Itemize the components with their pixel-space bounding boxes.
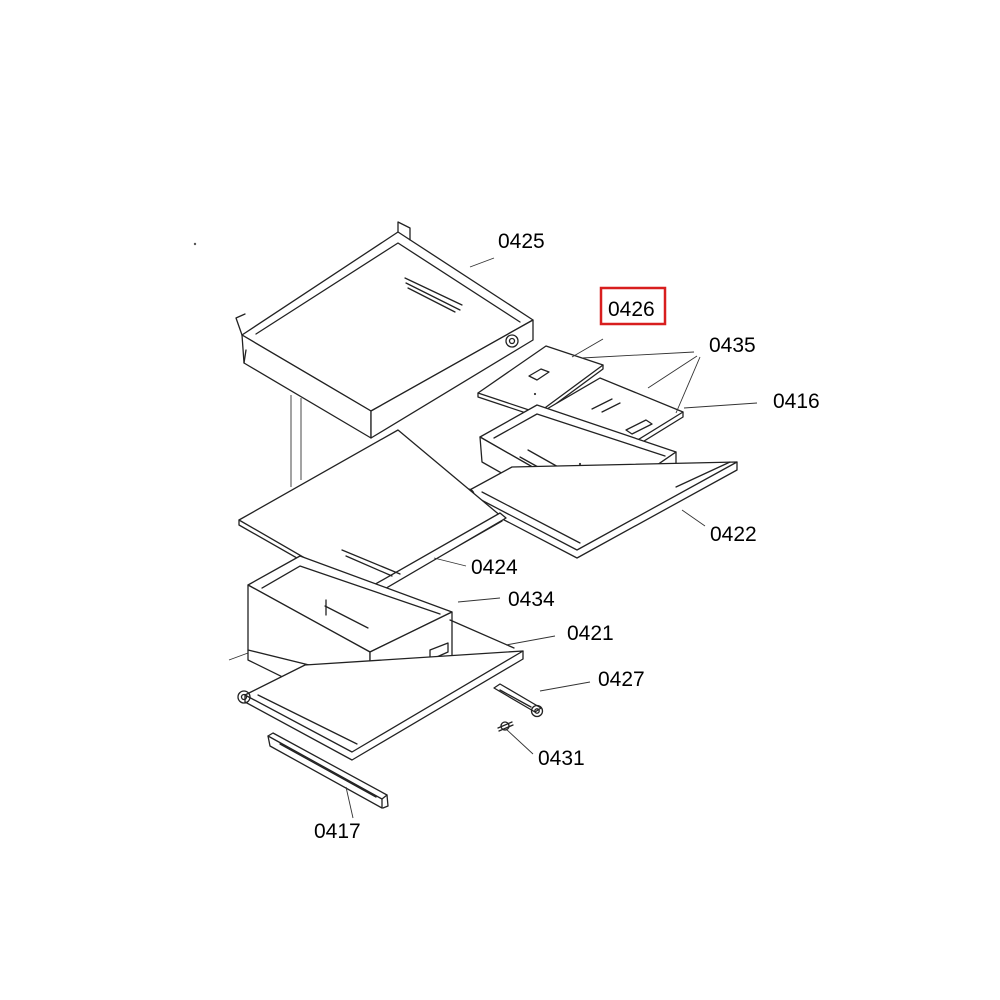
part-0427-rail-drawing[interactable] bbox=[493, 683, 544, 718]
part-0431-screw-drawing[interactable] bbox=[497, 721, 514, 732]
part-0421-bottom-plate-drawing[interactable] bbox=[237, 619, 524, 761]
part-labels: 0425 0426 0435 0416 0422 0424 0434 0421 … bbox=[314, 230, 820, 843]
label-0434[interactable]: 0434 bbox=[508, 588, 555, 611]
highlight-box-selected-part bbox=[599, 286, 667, 326]
label-0422[interactable]: 0422 bbox=[710, 523, 757, 546]
label-0426[interactable]: 0426 bbox=[608, 298, 655, 321]
label-0425[interactable]: 0425 bbox=[498, 230, 545, 253]
label-0427[interactable]: 0427 bbox=[598, 668, 645, 691]
part-0422-plate-drawing[interactable] bbox=[461, 461, 738, 559]
part-0425-shelf-drawing[interactable] bbox=[235, 221, 534, 439]
label-0424[interactable]: 0424 bbox=[471, 556, 518, 579]
label-0416[interactable]: 0416 bbox=[773, 390, 820, 413]
label-0417[interactable]: 0417 bbox=[314, 820, 361, 843]
leader-lines bbox=[345, 257, 758, 819]
label-0431[interactable]: 0431 bbox=[538, 747, 585, 770]
label-0435[interactable]: 0435 bbox=[709, 334, 756, 357]
label-0421[interactable]: 0421 bbox=[567, 622, 614, 645]
part-0417-rail-drawing[interactable] bbox=[267, 732, 389, 809]
fridge-wall-lines bbox=[193, 242, 302, 661]
